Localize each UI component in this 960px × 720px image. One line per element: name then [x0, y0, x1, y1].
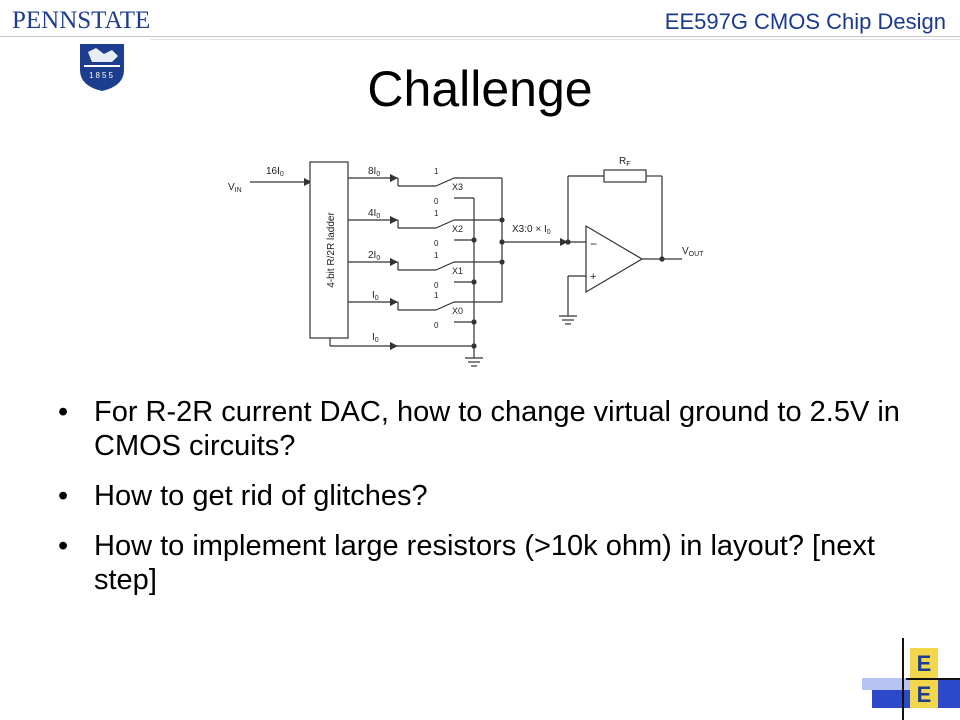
sum-current-label: X3:0 × I0 [512, 224, 551, 236]
ladder-box [309, 161, 349, 339]
svg-text:1: 1 [434, 209, 439, 218]
logo-letter-top: E [917, 651, 932, 676]
svg-text:0: 0 [434, 321, 439, 330]
header-divider-secondary [150, 39, 960, 40]
vin-label: VIN [228, 182, 242, 194]
switch-x1: X1 [452, 266, 463, 276]
switch-x3: X3 [452, 182, 463, 192]
bullet-item: •For R-2R current DAC, how to change vir… [58, 396, 900, 462]
branch-current-i-term: I0 [372, 332, 379, 344]
ee-department-logo: E E [862, 638, 960, 720]
svg-text:1: 1 [434, 251, 439, 260]
header-divider [0, 36, 960, 37]
r2r-dac-circuit-diagram: VIN 16I0 4-bit R/2R ladder 8I0 4I0 2I0 I… [228, 156, 704, 367]
op-amp-symbol [585, 224, 644, 294]
branch-current-2i: 2I0 [368, 250, 380, 262]
svg-text:0: 0 [434, 197, 439, 206]
slide-title: Challenge [367, 61, 593, 117]
feedback-resistor [603, 169, 647, 183]
svg-text:1: 1 [434, 291, 439, 300]
switch-x0: X0 [452, 306, 463, 316]
bullet-item: •How to implement large resistors (>10k … [58, 530, 875, 596]
branch-current-4i: 4I0 [368, 208, 380, 220]
svg-text:0: 0 [434, 239, 439, 248]
vout-label: VOUT [682, 246, 704, 258]
shield-year: 1855 [89, 71, 115, 80]
svg-text:0: 0 [434, 281, 439, 290]
branch-current-i: I0 [372, 290, 379, 302]
bullet-item: •How to get rid of glitches? [58, 480, 428, 512]
course-title: EE597G CMOS Chip Design [664, 9, 946, 34]
switch-x2: X2 [452, 224, 463, 234]
input-current-label: 16I0 [266, 166, 284, 178]
pennstate-logo: PENNSTATE [12, 7, 151, 34]
bullet-list: •For R-2R current DAC, how to change vir… [58, 395, 908, 613]
branch-current-8i: 8I0 [368, 166, 380, 178]
logo-letter-bottom: E [917, 682, 932, 707]
ladder-label: 4-bit R/2R ladder [326, 212, 337, 288]
opamp-minus: − [590, 237, 597, 251]
opamp-plus: + [590, 271, 596, 283]
pennstate-shield-icon: 1855 [80, 44, 124, 91]
rf-label: RF [619, 156, 631, 168]
switch-1-label: 1 [434, 167, 439, 176]
